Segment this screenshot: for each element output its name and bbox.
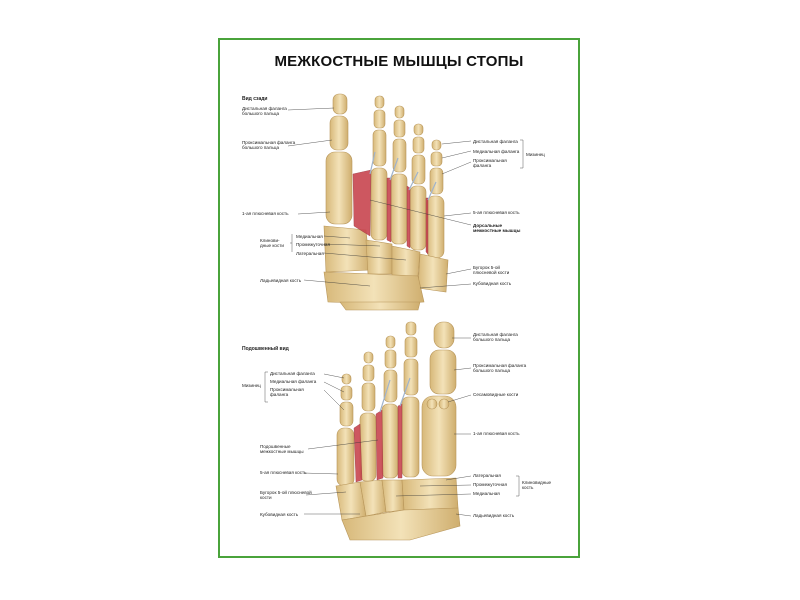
dorsal-leader-lines [287, 107, 524, 289]
dorsal-view-label: Вид сзади [242, 96, 268, 102]
dorsal-label-tuberosity-5: Бугорок 5-ой плюсневой кости [473, 265, 510, 276]
dorsal-toe-5 [426, 139, 445, 259]
plantar-label-metatarsal-1: 1-ая плюсневая кость [473, 431, 520, 436]
poster: МЕЖКОСТНЫЕ МЫШЦЫ СТОПЫ [218, 38, 580, 558]
plantar-view-label: Подошвенный вид [242, 346, 289, 352]
dorsal-label-metatarsal-5: 5-ая плюсневая кость [473, 210, 520, 215]
plantar-label-middle-phalanx: Медиальная фаланга [270, 379, 317, 384]
plantar-label-cuboid: Кубовидная кость [260, 512, 299, 517]
foot-illustrations [264, 93, 524, 541]
dorsal-label-distal-phalanx: Дистальная фаланга [473, 139, 518, 144]
dorsal-label-proximal-big: Проксимальная фаланга большого пальца [242, 140, 296, 151]
plantar-toe-2 [401, 321, 420, 478]
dorsal-interossei-muscles [352, 169, 429, 255]
plantar-label-sesamoid: Сесамовидные кости [473, 392, 519, 397]
dorsal-toe-4 [409, 123, 427, 251]
dorsal-tarsals [323, 225, 449, 311]
plantar-big-toe [421, 321, 457, 477]
plantar-foot [335, 321, 461, 541]
dorsal-toe-2 [370, 95, 388, 241]
plantar-label-little-toe: Мизинец [242, 383, 261, 388]
dorsal-label-lateral: Латеральная [296, 251, 324, 256]
plantar-label-proximal-phalanx: Проксимальная фаланга [270, 387, 304, 398]
plantar-tendons [379, 377, 411, 413]
plantar-label-plantar-muscles: Подошвенные межкостные мышцы [260, 444, 304, 455]
dorsal-foot [323, 93, 449, 311]
dorsal-toe-3 [390, 105, 408, 245]
dorsal-label-little-toe: Мизинец [526, 152, 545, 157]
plantar-label-lateral: Латеральная [473, 473, 501, 478]
plantar-label-medial: Медиальная [473, 491, 500, 496]
dorsal-label-distal-big: Дистальная фаланга большого пальца [242, 106, 287, 117]
plantar-label-tuberosity-5: Бугорок 5-ой плюсневой кости [260, 490, 312, 501]
dorsal-label-navicular: Ладьевидная кость [260, 278, 302, 283]
dorsal-label-cuboid: Кубовидная кость [473, 281, 512, 286]
plantar-label-distal-phalanx: Дистальная фаланга [270, 371, 315, 376]
poster-title: МЕЖКОСТНЫЕ МЫШЦЫ СТОПЫ [274, 53, 524, 70]
plantar-label-cuneiform: Клиновидные кость [522, 480, 552, 491]
plantar-toe-3 [381, 335, 399, 479]
plantar-label-intermediate: Промежуточная [473, 482, 507, 487]
dorsal-label-cuneiform: Клинови- дные кости [260, 238, 284, 249]
plantar-interossei-muscles [353, 403, 403, 483]
plantar-leader-lines [264, 337, 520, 517]
dorsal-label-intermediate: Промежуточная [296, 242, 330, 247]
dorsal-label-middle-phalanx: Медиальная фаланга [473, 149, 520, 154]
plantar-label-proximal-big: Проксимальная фаланга большого пальца [473, 363, 527, 374]
dorsal-label-proximal-phalanx: Проксимальная фаланга [473, 158, 507, 169]
plantar-label-navicular: Ладьевидная кость [473, 513, 515, 518]
dorsal-label-metatarsal-1: 1-ая плюсневая кость [242, 211, 289, 216]
plantar-toe-5 [336, 373, 355, 487]
plantar-label-metatarsal-5: 5-ая плюсневая кость [260, 470, 307, 475]
plantar-label-distal-big: Дистальная фаланга большого пальца [473, 332, 518, 343]
dorsal-label-medial: Медиальная [296, 234, 323, 239]
dorsal-big-toe [325, 93, 353, 225]
plantar-toe-4 [359, 351, 377, 482]
dorsal-tendons [369, 151, 437, 201]
dorsal-label-dorsal-muscles: Дорсальные межкостные мышцы [473, 223, 521, 234]
plantar-tarsals [335, 477, 461, 541]
